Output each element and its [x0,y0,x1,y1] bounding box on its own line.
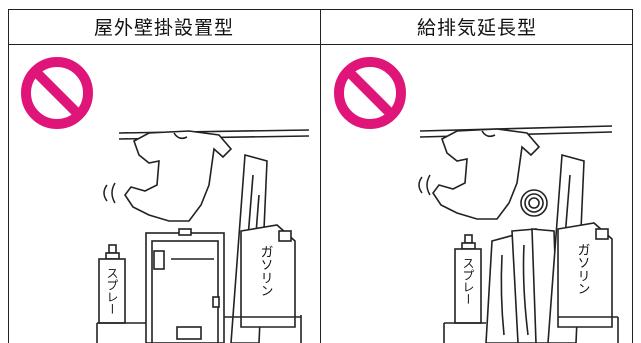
gasoline-can-icon [240,224,296,328]
spray-label: スプレー [105,267,119,315]
gasoline-can-icon [557,222,613,328]
column-header-outdoor-wall: 屋外壁掛設置型 [8,9,321,44]
prohibition-icon [334,57,406,129]
panel-outdoor-wall: スプレー ガソリン [9,45,319,343]
shirt-icon [124,130,233,222]
column-header-extended-flue: 給排気延長型 [416,17,537,39]
gasoline-label: ガソリン [575,243,590,295]
spray-label: スプレー [461,257,475,305]
gasoline-label: ガソリン [258,245,273,297]
base-box [443,316,619,343]
wind-mark [418,174,431,196]
panel-extended-flue: スプレー ガソリン [322,45,632,343]
column-divider [320,9,321,343]
prohibition-icon [21,57,93,129]
illustration-extended-flue: スプレー ガソリン [334,57,619,343]
illustration-outdoor-wall: スプレー ガソリン [21,57,310,343]
heater-unit [145,228,225,343]
spray-can-icon [98,244,126,324]
wind-mark [103,182,116,204]
flue-pipe-icon [520,189,548,217]
base-box [96,315,302,343]
shirt-icon [432,128,541,220]
